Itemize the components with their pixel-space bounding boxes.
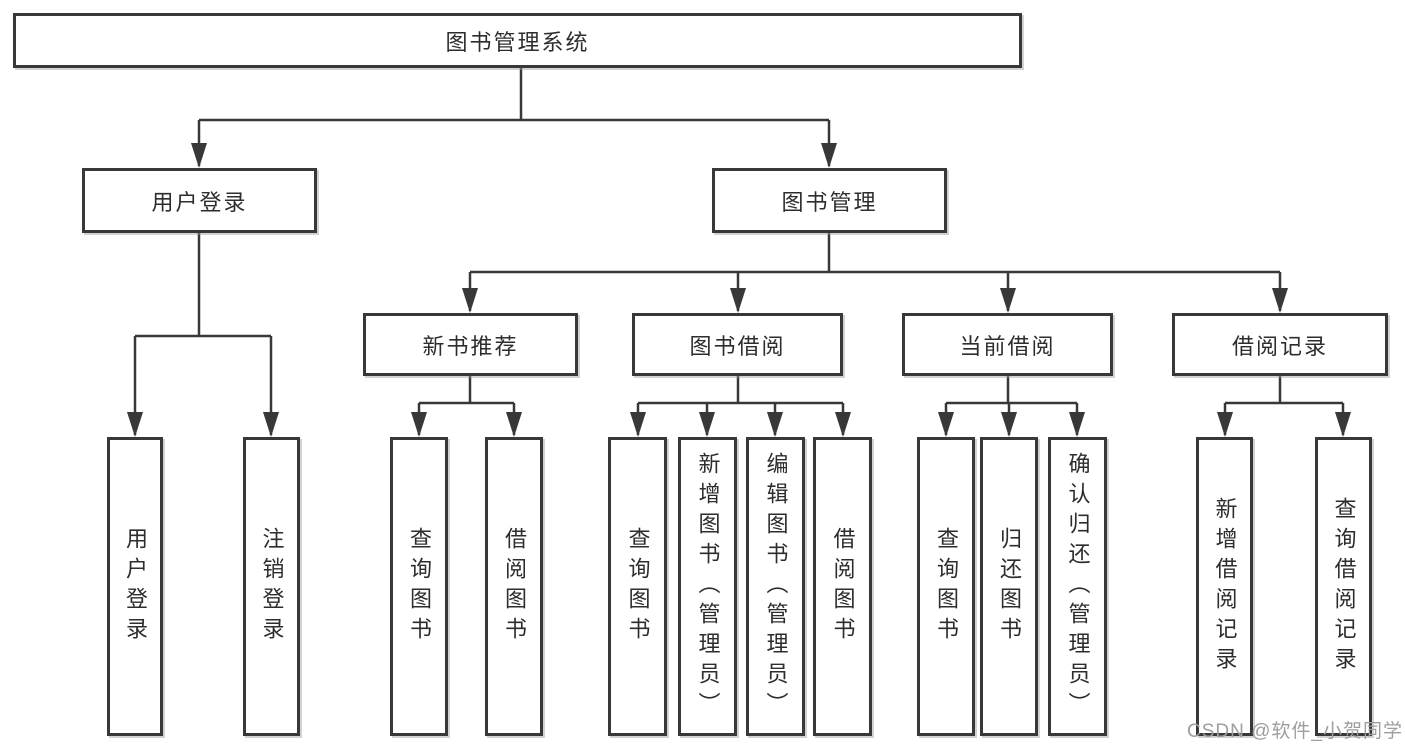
leaf-current-return-books: 归还图书 <box>980 437 1038 736</box>
leaf-recommend-query-books: 查询图书 <box>390 437 448 736</box>
node-book-management: 图书管理 <box>712 168 947 233</box>
leaf-user-login: 用户登录 <box>107 437 163 736</box>
node-root: 图书管理系统 <box>13 13 1022 68</box>
leaf-records-add-record: 新增借阅记录 <box>1196 437 1253 736</box>
leaf-borrowing-edit-books: 编辑图书（管理员） <box>746 437 805 736</box>
leaf-records-query-record: 查询借阅记录 <box>1315 437 1372 736</box>
arrowheads <box>127 143 1351 437</box>
csdn-watermark: CSDN @软件_小贺同学 <box>1187 721 1403 742</box>
leaf-borrowing-add-books: 新增图书（管理员） <box>678 437 737 736</box>
node-book-borrowing: 图书借阅 <box>632 313 843 376</box>
leaf-logout: 注销登录 <box>243 437 300 736</box>
node-current-borrowing: 当前借阅 <box>902 313 1113 376</box>
leaf-borrowing-query-books: 查询图书 <box>608 437 667 736</box>
connector-rails <box>133 68 1345 435</box>
node-new-book-recommend: 新书推荐 <box>363 313 578 376</box>
node-borrowing-records: 借阅记录 <box>1172 313 1388 376</box>
node-user-login: 用户登录 <box>82 168 317 233</box>
leaf-current-confirm-return: 确认归还（管理员） <box>1048 437 1107 736</box>
leaf-recommend-borrow-books: 借阅图书 <box>485 437 543 736</box>
leaf-borrowing-borrow-books: 借阅图书 <box>813 437 872 736</box>
leaf-current-query-books: 查询图书 <box>917 437 975 736</box>
